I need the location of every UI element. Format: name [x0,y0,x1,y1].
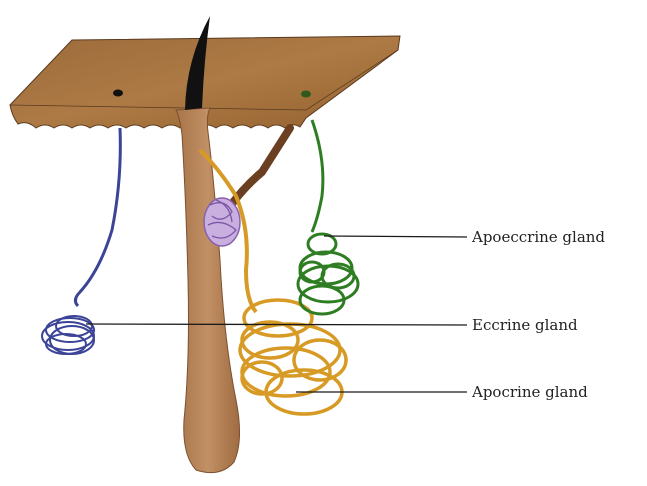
eccrine-gland [42,128,120,354]
leader-eccrine [86,324,467,325]
pore-eccrine [113,90,123,97]
hair-follicle [176,108,240,473]
label-apocrine-gland: Apocrine gland [472,385,588,400]
label-eccrine-gland: Eccrine gland [472,318,578,333]
leader-apoeccrine [324,236,467,237]
pore-apoeccrine [301,91,311,98]
sebaceous-gland [204,198,240,246]
label-apoeccrine-gland: Apoeccrine gland [472,230,605,245]
apoeccrine-gland [298,120,358,314]
